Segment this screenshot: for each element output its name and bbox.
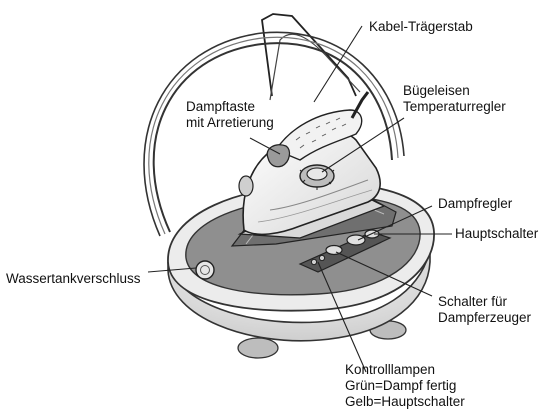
label-main-switch: Hauptschalter: [455, 226, 538, 242]
label-steam-regulator: Dampfregler: [438, 196, 512, 212]
indicator-lamp-yellow: [319, 255, 324, 260]
iron-steam-knob: [239, 176, 253, 196]
label-water-tank-cap: Wassertankverschluss: [6, 271, 141, 287]
water-tank-cap[interactable]: [196, 261, 214, 279]
label-cable-holder: Kabel-Trägerstab: [369, 19, 473, 35]
label-steam-button: Dampftaste mit Arretierung: [186, 99, 274, 131]
label-iron-temperature: Bügeleisen Temperaturregler: [403, 83, 506, 115]
steam-regulator-knob[interactable]: [347, 235, 365, 245]
label-indicator-lamps: Kontrolllampen Grün=Dampf fertig Gelb=Ha…: [345, 362, 465, 410]
steam-button[interactable]: [267, 145, 289, 167]
indicator-lamp-green: [311, 259, 316, 264]
label-generator-switch: Schalter für Dampferzeuger: [438, 294, 531, 326]
